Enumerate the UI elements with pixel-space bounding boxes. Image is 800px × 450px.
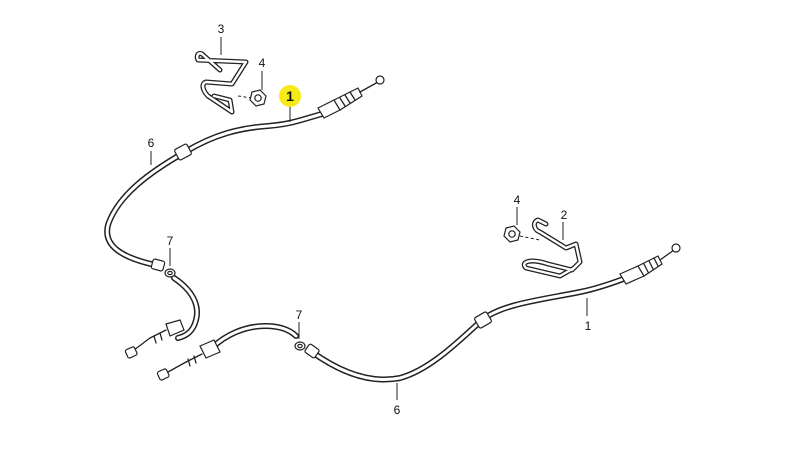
nut-4-right bbox=[503, 225, 541, 243]
cable-sleeve bbox=[174, 143, 192, 161]
callout-part1-right: 1 bbox=[585, 319, 592, 333]
callout-part1-highlight: 1 bbox=[286, 88, 294, 104]
callout-part2: 2 bbox=[561, 208, 568, 222]
callout-part7-mid: 7 bbox=[296, 308, 303, 322]
cable-end-fitting-left-lower bbox=[199, 339, 221, 359]
cable-end-fitting-right bbox=[619, 243, 681, 285]
cable-end-fitting-left-upper bbox=[165, 319, 185, 337]
callout-part4-top: 4 bbox=[259, 56, 266, 70]
callout-part6-left: 6 bbox=[148, 136, 155, 150]
callout-part3: 3 bbox=[218, 22, 225, 36]
lower-left-cable bbox=[124, 268, 200, 359]
cable-end-cap bbox=[150, 258, 166, 272]
nut-4-upper bbox=[237, 89, 267, 107]
spring-clip-2 bbox=[521, 217, 583, 279]
upper-cable-assembly bbox=[104, 75, 385, 272]
callout-part7-left: 7 bbox=[167, 234, 174, 248]
callout-part4-right: 4 bbox=[514, 193, 521, 207]
callout-labels: 1 3 4 6 7 7 6 4 2 1 bbox=[148, 22, 592, 417]
spring-clip-3 bbox=[194, 51, 249, 115]
part1-highlight-badge bbox=[279, 85, 301, 107]
cable-end-fitting-upper bbox=[317, 75, 385, 119]
cable-sleeve-lower bbox=[474, 311, 492, 329]
leader-lines bbox=[150, 37, 588, 400]
callout-part6-bottom: 6 bbox=[394, 403, 401, 417]
lower-cable-assembly bbox=[156, 243, 681, 383]
